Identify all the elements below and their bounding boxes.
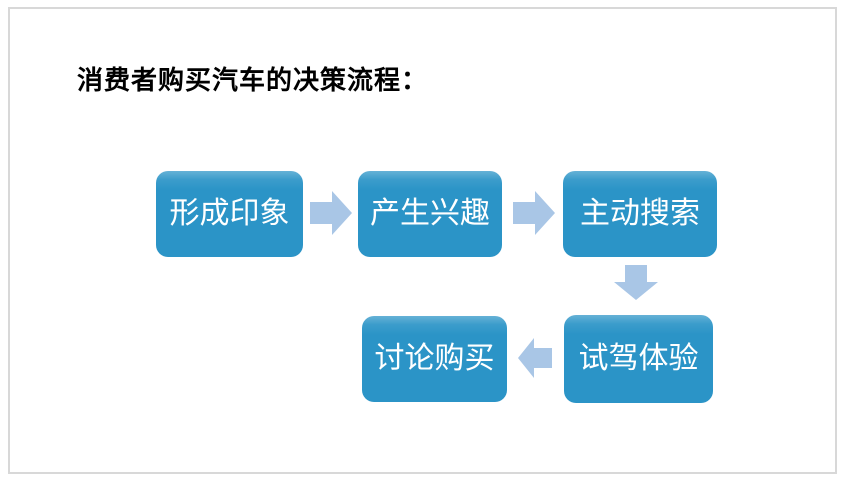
flow-step-form-impression: 形成印象 bbox=[156, 171, 303, 257]
page-title: 消费者购买汽车的决策流程： bbox=[77, 65, 429, 95]
flow-step-label: 主动搜索 bbox=[580, 197, 700, 230]
arrow-down-icon bbox=[614, 265, 658, 300]
arrow-left-icon bbox=[518, 338, 552, 378]
flow-step-label: 形成印象 bbox=[169, 197, 290, 230]
flow-step-test-drive-experience: 试驾体验 bbox=[564, 315, 713, 403]
flow-step-label: 产生兴趣 bbox=[370, 197, 490, 230]
flow-step-generate-interest: 产生兴趣 bbox=[358, 171, 502, 257]
arrow-right-icon bbox=[513, 191, 555, 235]
flow-step-discuss-purchase: 讨论购买 bbox=[362, 316, 507, 402]
flow-step-label: 讨论购买 bbox=[374, 342, 495, 375]
arrow-right-icon bbox=[310, 191, 352, 235]
slide-border bbox=[8, 7, 837, 474]
flow-step-active-search: 主动搜索 bbox=[563, 171, 717, 257]
flow-step-label: 试驾体验 bbox=[578, 342, 699, 375]
